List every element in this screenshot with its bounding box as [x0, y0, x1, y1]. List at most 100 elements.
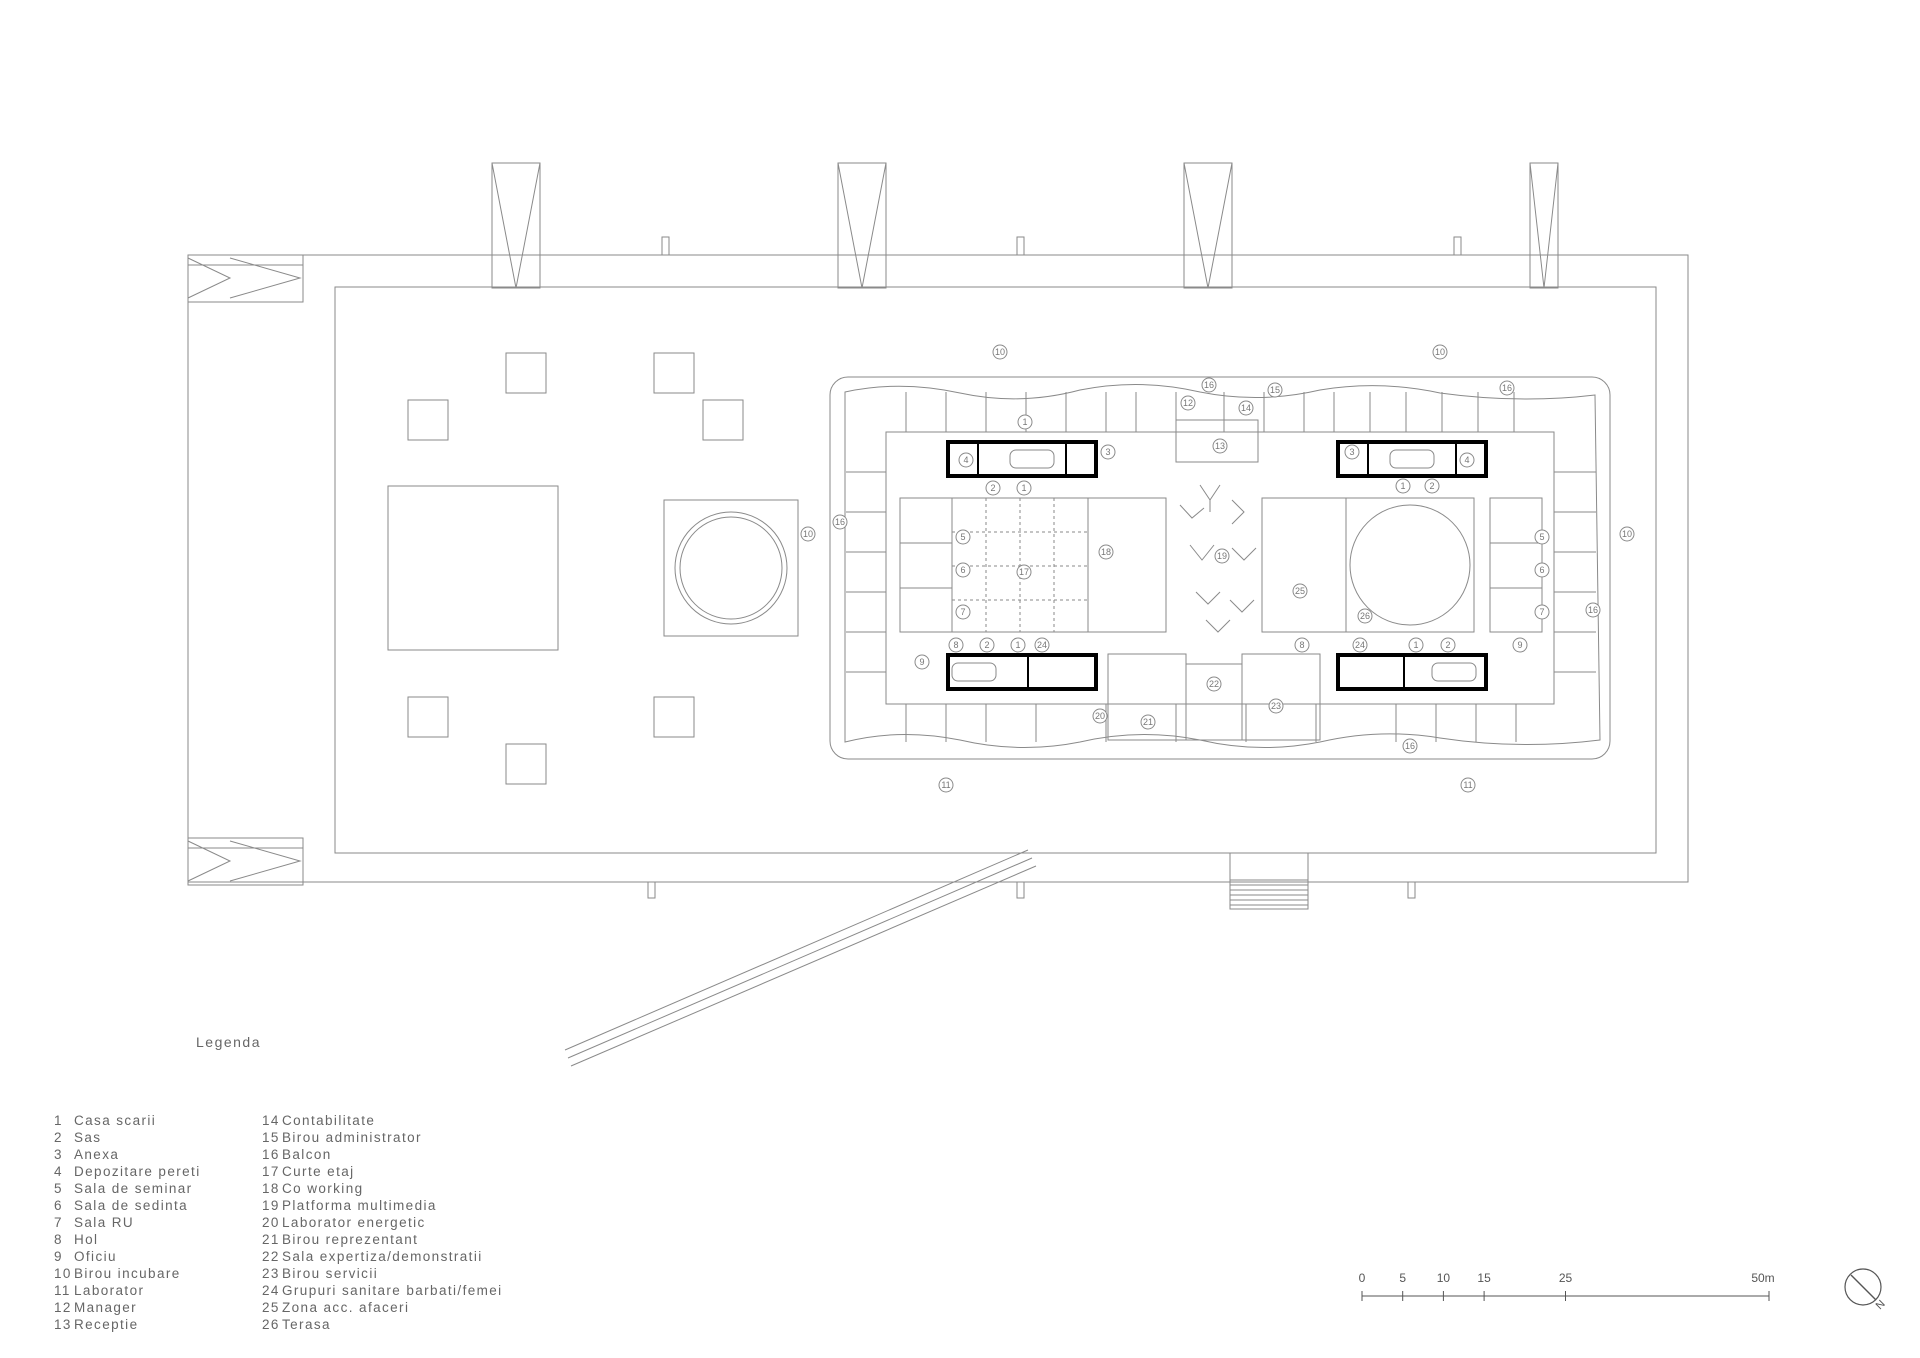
terrace-block [505, 352, 547, 394]
room-tag-circle [800, 526, 816, 542]
terrace-block [653, 696, 695, 738]
room-tag-circle [1017, 414, 1033, 430]
room-tag-circle [955, 562, 971, 578]
legend-item-number: 26 [262, 1317, 280, 1332]
room-tag-number: 9 [1517, 640, 1522, 650]
legend-item-label: Receptie [74, 1317, 139, 1332]
legend-item-number: 19 [262, 1198, 280, 1213]
room-tag-circle [1534, 604, 1550, 620]
room-tag-circle [955, 529, 971, 545]
room-tag-number: 16 [1204, 380, 1214, 390]
room-tag-number: 1 [1022, 417, 1027, 427]
business-area [1261, 497, 1347, 633]
legend-item-number: 16 [262, 1147, 280, 1162]
room-tag-circle [1619, 526, 1635, 542]
room-tag-number: 10 [1622, 529, 1632, 539]
room-tag: 10 [1619, 526, 1635, 542]
room-tag-circle [1424, 478, 1440, 494]
legend-title: Legenda [196, 1034, 262, 1050]
room-tag: 24 [1034, 637, 1050, 653]
room-tag-circle [1238, 400, 1254, 416]
room-tag-circle [1292, 583, 1308, 599]
room-tag: 2 [985, 480, 1001, 496]
room-tag-circle [958, 452, 974, 468]
room-tag-circle [955, 604, 971, 620]
legend-item-label: Terasa [282, 1317, 331, 1332]
room-tag: 14 [1238, 400, 1254, 416]
room-tag: 1 [1017, 414, 1033, 430]
room-tag-number: 16 [1405, 741, 1415, 751]
room-tag-circle [1534, 529, 1550, 545]
room-tag-number: 5 [960, 532, 965, 542]
room-tag-circle [1395, 478, 1411, 494]
reception [1175, 419, 1259, 463]
room-tag: 1 [1016, 480, 1032, 496]
scale-bar-label: 25 [1559, 1271, 1573, 1285]
room-tag-circle [1016, 480, 1032, 496]
room-tag-circle [1206, 676, 1222, 692]
room-tag-number: 3 [1105, 447, 1110, 457]
buttress-2 [837, 162, 887, 289]
room-tag: 20 [1092, 708, 1108, 724]
room-tag-number: 12 [1183, 398, 1193, 408]
legend-item-number: 22 [262, 1249, 280, 1264]
room-tag-number: 11 [1463, 780, 1472, 790]
room-tag-circle [979, 637, 995, 653]
terrace-slab [334, 286, 1657, 854]
stair-core-top-right [1336, 440, 1488, 478]
stair-core-bottom-left [946, 653, 1098, 691]
legend-item-label: Sala de sedinta [74, 1198, 189, 1213]
room-tag: 24 [1352, 637, 1368, 653]
room-tag-number: 6 [1539, 565, 1544, 575]
room-tag-circle [1534, 562, 1550, 578]
room-tag: 9 [1512, 637, 1528, 653]
room-tag: 12 [1180, 395, 1196, 411]
scale-bar-label: 5 [1399, 1271, 1406, 1285]
room-tag: 3 [1100, 444, 1116, 460]
room-tag: 1 [1408, 637, 1424, 653]
room-tag: 1 [1395, 478, 1411, 494]
ramp-bottom-left [187, 837, 304, 886]
room-tag-number: 16 [835, 517, 845, 527]
legend-item-number: 15 [262, 1130, 280, 1145]
room-tag: 7 [955, 604, 971, 620]
room-tag-number: 8 [953, 640, 958, 650]
legend-item-label: Birou administrator [282, 1130, 422, 1145]
room-tag-number: 9 [919, 657, 924, 667]
legend-item-number: 9 [54, 1249, 63, 1264]
room-tag-circle [914, 654, 930, 670]
room-tag: 16 [1402, 738, 1418, 754]
terrace-plinth-large [387, 485, 559, 651]
room-tag-circle [1214, 548, 1230, 564]
legend-item-label: Sala de seminar [74, 1181, 193, 1196]
room-tag-circle [1402, 738, 1418, 754]
room-tag-circle [1267, 382, 1283, 398]
scale-bar-label: 50m [1751, 1271, 1774, 1285]
room-tag-number: 6 [960, 565, 965, 575]
room-tag: 6 [1534, 562, 1550, 578]
room-tag-number: 1 [1413, 640, 1418, 650]
room-tag-number: 1 [1015, 640, 1020, 650]
legend-item-label: Laborator [74, 1283, 145, 1298]
legend-item-number: 2 [54, 1130, 63, 1145]
room-tag-number: 4 [1464, 455, 1469, 465]
room-tag: 5 [1534, 529, 1550, 545]
room-tag: 18 [1098, 544, 1114, 560]
legend-item-number: 24 [262, 1283, 280, 1298]
room-tag-circle [1201, 377, 1217, 393]
room-tag-circle [1408, 637, 1424, 653]
room-tag-circle [1499, 380, 1515, 396]
